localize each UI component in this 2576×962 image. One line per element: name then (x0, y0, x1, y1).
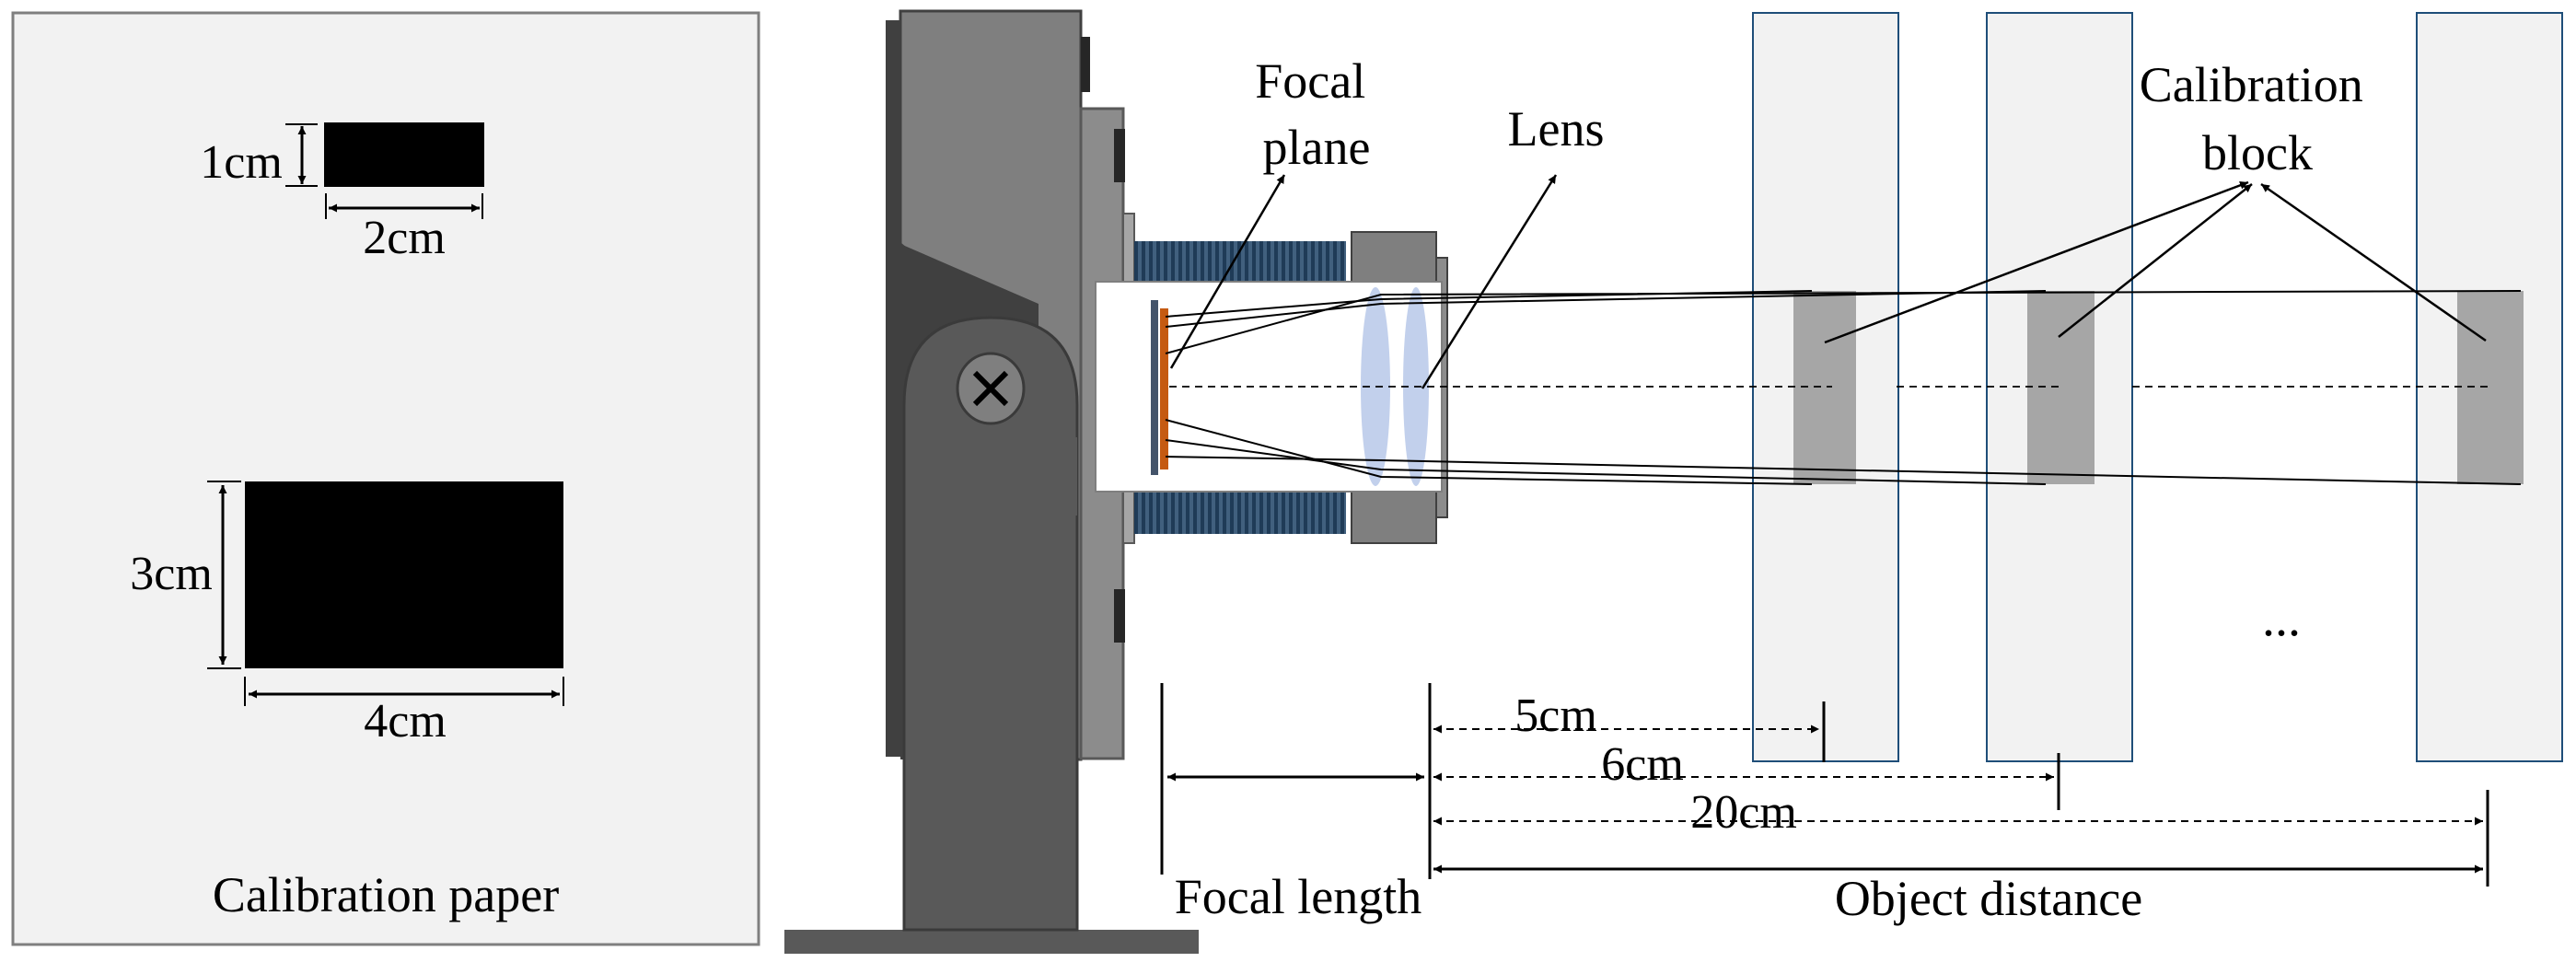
lens-leader (1421, 174, 1558, 389)
distance-label-3: 20cm (1690, 786, 1797, 839)
ray (1165, 290, 2522, 354)
block-leader-1 (1824, 180, 2249, 344)
block-leader-2 (2058, 183, 2253, 338)
calibration-block-1 (1793, 291, 1856, 484)
distance-dimensions: Focal length 5cm 6cm 20cm Object distanc… (1160, 683, 2489, 926)
ray (1165, 456, 2522, 485)
sensor-mount (1151, 300, 1158, 475)
large-block-height-label: 3cm (130, 548, 213, 600)
clamp (1081, 37, 1090, 92)
lens-label: Lens (1508, 101, 1605, 156)
ellipsis-label: ... (2262, 590, 2301, 647)
thread-top (1134, 241, 1346, 284)
focal-plane-sensor (1160, 308, 1168, 469)
optical-rays (1165, 290, 2522, 485)
lens-ring-bottom (1351, 491, 1437, 544)
thread-bottom (1134, 492, 1346, 534)
focal-plane-leader (1169, 174, 1286, 369)
calibration-paper-title: Calibration paper (213, 867, 559, 922)
calibration-block-label: Calibration block (2140, 57, 2375, 180)
callouts: Focal plane Lens Calibration block (1169, 53, 2487, 389)
focal-plane-label: Focal plane (1255, 53, 1377, 175)
calibration-block-3 (2457, 291, 2524, 484)
pivot-cross-icon (972, 370, 1009, 407)
calibration-paper-panel: 1cm 2cm 3cm 4cm Calibration paper (11, 11, 760, 946)
stand-base (784, 930, 1199, 954)
distance-label-1: 5cm (1514, 690, 1597, 742)
ray (1165, 290, 2047, 328)
small-calibration-block (324, 122, 484, 187)
object-distance-label: Object distance (1835, 871, 2142, 926)
clamp (1114, 129, 1125, 182)
small-block-height-label: 1cm (200, 136, 283, 189)
block-leader-3 (2260, 182, 2487, 342)
stand-joint (924, 437, 1077, 516)
small-block-width-label: 2cm (363, 212, 446, 264)
clamp (1114, 589, 1125, 643)
ray (1165, 439, 2047, 485)
distance-label-2: 6cm (1601, 738, 1684, 791)
ray (1165, 419, 1813, 485)
camera-stand (784, 9, 1199, 954)
large-block-width-label: 4cm (364, 695, 447, 748)
lens-barrel (1095, 231, 1448, 544)
focal-length-label: Focal length (1175, 869, 1421, 924)
calibration-block-2 (2027, 291, 2094, 484)
large-calibration-block (245, 481, 563, 668)
calibration-plates: ... (1752, 12, 2563, 762)
lens-ring-top (1351, 231, 1437, 284)
